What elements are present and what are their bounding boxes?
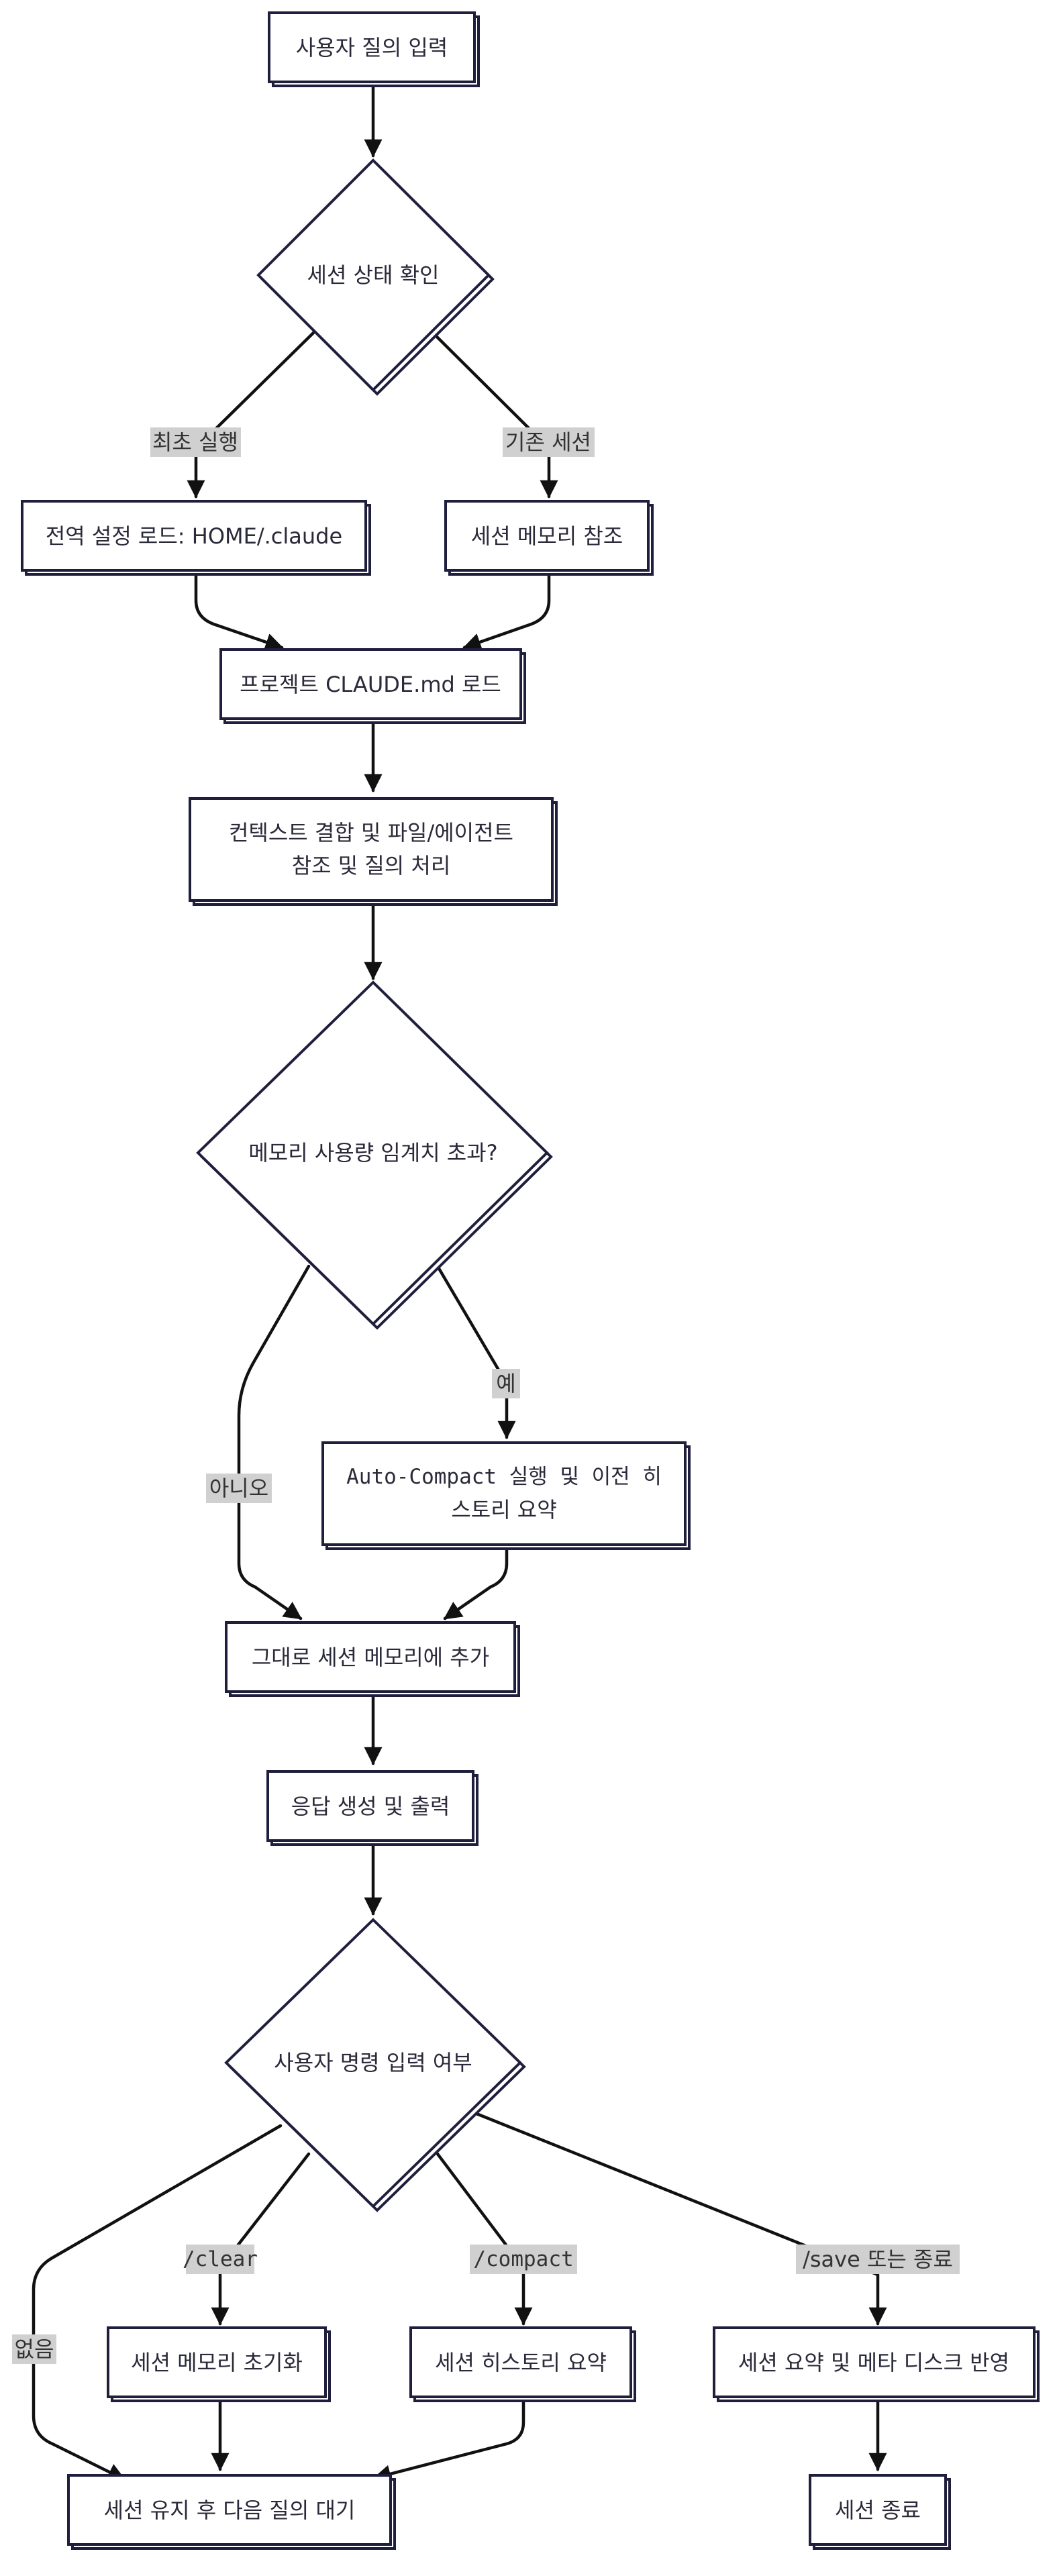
node-session-history-summary-text: 세션 히스토리 요약 — [435, 2350, 607, 2375]
edge-label-first-run-text: 최초 실행 — [152, 429, 238, 455]
edge-label-compact: /compact — [470, 2245, 577, 2274]
node-project-claude-md-load-text: 프로젝트 CLAUDE.md 로드 — [240, 672, 501, 697]
node-session-memory-reset-text: 세션 메모리 초기화 — [131, 2350, 303, 2375]
edge-command-save — [474, 2112, 887, 2326]
node-keep-session-wait-text: 세션 유지 후 다음 질의 대기 — [104, 2497, 356, 2523]
edge-label-clear: /clear — [183, 2245, 258, 2274]
node-user-command-check-text: 사용자 명령 입력 여부 — [274, 2050, 472, 2075]
node-global-settings-load-text: 전역 설정 로드: HOME/.claude — [46, 523, 342, 549]
edge-history-to-wait — [372, 2395, 525, 2483]
node-session-history-summary: 세션 히스토리 요약 — [409, 2326, 636, 2402]
node-user-query-input-text: 사용자 질의 입력 — [296, 35, 448, 60]
edge-label-no: 아니오 — [206, 1474, 272, 1503]
node-session-summary-meta-disk-text: 세션 요약 및 메타 디스크 반영 — [738, 2350, 1009, 2375]
node-session-memory-ref: 세션 메모리 참조 — [444, 500, 654, 576]
edge-label-existing-session-text: 기존 세션 — [505, 429, 591, 455]
node-session-end: 세션 종료 — [809, 2474, 951, 2550]
edge-label-first-run: 최초 실행 — [150, 427, 241, 457]
node-generate-response-text: 응답 생성 및 출력 — [291, 1794, 450, 1819]
edge-label-none: 없음 — [12, 2334, 56, 2364]
edge-labels: 최초 실행 기존 세션 예 아니오 없음 /clear /compact /s — [12, 427, 960, 2364]
edge-state-to-global — [187, 331, 315, 499]
edge-threshold-yes — [436, 1264, 516, 1439]
edge-command-clear — [211, 2152, 311, 2326]
edge-label-yes-text: 예 — [496, 1371, 515, 1396]
node-generate-response: 응답 생성 및 출력 — [266, 1770, 478, 1846]
node-memory-threshold-check: 메모리 사용량 임계치 초과? — [196, 980, 553, 1330]
node-session-end-text: 세션 종료 — [835, 2497, 921, 2523]
edge-label-clear-text: /clear — [183, 2247, 258, 2271]
node-context-combine: 컨텍스트 결합 및 파일/에이전트 참조 및 질의 처리 — [189, 797, 558, 906]
node-auto-compact-line1: Auto-Compact 실행 및 이전 히 — [346, 1465, 662, 1489]
edge-label-compact-text: /compact — [473, 2247, 573, 2271]
node-session-summary-meta-disk: 세션 요약 및 메타 디스크 반영 — [713, 2326, 1040, 2402]
node-global-settings-load: 전역 설정 로드: HOME/.claude — [21, 500, 371, 576]
node-session-state-check-text: 세션 상태 확인 — [307, 262, 440, 288]
edge-label-none-text: 없음 — [15, 2336, 54, 2362]
edge-threshold-no — [237, 1264, 311, 1620]
node-context-combine-line2: 참조 및 질의 처리 — [292, 853, 451, 878]
edge-label-no-text: 아니오 — [209, 1476, 268, 1501]
node-add-to-session-memory: 그대로 세션 메모리에 추가 — [225, 1621, 520, 1697]
nodes: 사용자 질의 입력 세션 상태 확인 전역 설정 로드: HOME/.claud… — [21, 11, 1040, 2550]
edge-memory-to-project — [462, 570, 551, 651]
node-auto-compact-line2: 스토리 요약 — [451, 1497, 556, 1523]
edge-label-save-or-exit: /save 또는 종료 — [796, 2245, 960, 2274]
edge-label-existing-session: 기존 세션 — [503, 427, 595, 457]
node-session-state-check: 세션 상태 확인 — [256, 158, 495, 396]
edge-command-compact — [436, 2152, 533, 2326]
node-keep-session-wait: 세션 유지 후 다음 질의 대기 — [67, 2474, 396, 2550]
node-project-claude-md-load: 프로젝트 CLAUDE.md 로드 — [219, 648, 526, 724]
node-memory-threshold-check-text: 메모리 사용량 임계치 초과? — [248, 1140, 497, 1166]
node-user-query-input: 사용자 질의 입력 — [268, 11, 480, 87]
node-session-memory-ref-text: 세션 메모리 참조 — [471, 523, 623, 549]
edge-state-to-memory — [431, 331, 558, 499]
edge-command-none — [32, 2124, 283, 2481]
edge-label-yes: 예 — [492, 1369, 520, 1398]
node-user-command-check: 사용자 명령 입력 여부 — [224, 1918, 526, 2212]
node-add-to-session-memory-text: 그대로 세션 메모리에 추가 — [252, 1645, 489, 1670]
node-auto-compact: Auto-Compact 실행 및 이전 히 스토리 요약 — [321, 1441, 691, 1550]
edge-global-to-project — [194, 570, 284, 651]
edge-autocompact-to-add — [443, 1543, 509, 1620]
node-session-memory-reset: 세션 메모리 초기화 — [107, 2326, 331, 2402]
node-context-combine-line1: 컨텍스트 결합 및 파일/에이전트 — [229, 820, 513, 845]
edge-label-save-or-exit-text: /save 또는 종료 — [803, 2247, 953, 2272]
